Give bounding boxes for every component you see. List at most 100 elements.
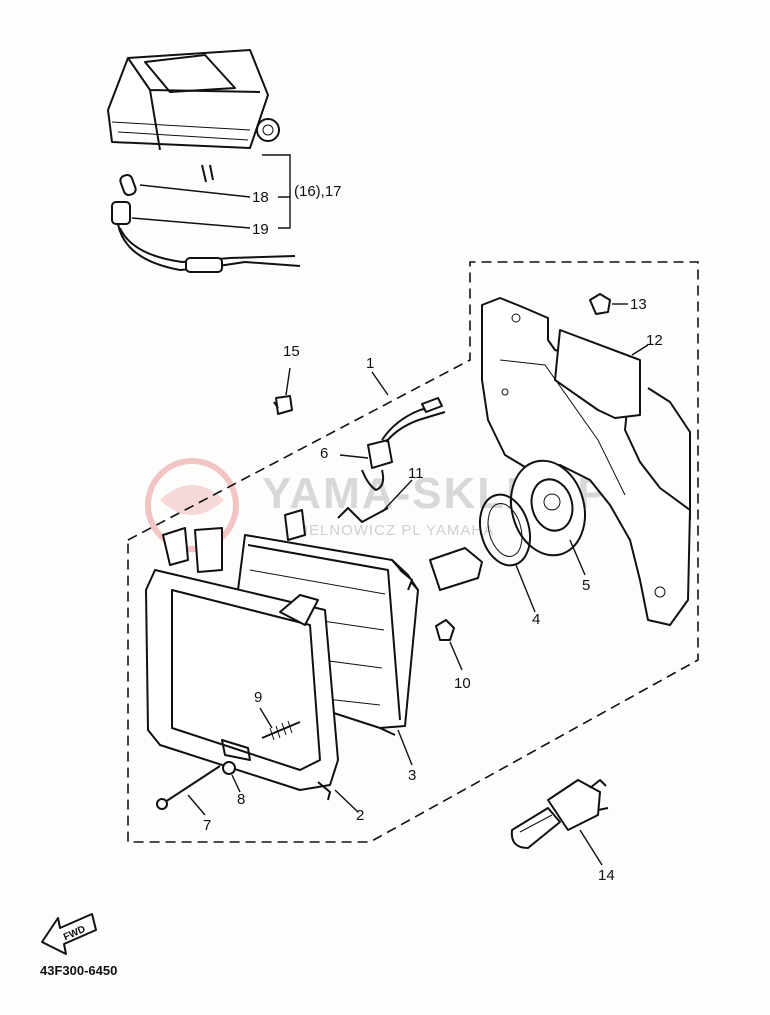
leader-19 — [131, 217, 251, 229]
leader-11 — [381, 479, 413, 513]
bulb-glass — [510, 807, 561, 849]
bulb-highlight — [519, 814, 553, 833]
diagram-code: 43F300-6450 — [40, 963, 117, 978]
leader-10 — [449, 641, 463, 671]
callout-16-17: (16),17 — [294, 183, 342, 200]
callout-14: 14 — [598, 867, 615, 884]
meter-window — [144, 54, 236, 93]
bulb-in-assembly — [429, 547, 483, 591]
wire-sleeve — [185, 257, 223, 273]
callout-13: 13 — [630, 296, 647, 313]
socket-wire-2 — [119, 227, 296, 263]
bulb-pins — [589, 779, 609, 811]
nut-13 — [589, 293, 611, 315]
watermark-logo-icon — [145, 458, 239, 552]
leader-14 — [579, 829, 603, 866]
stay-hole-2 — [654, 586, 666, 598]
screw-7-shank — [161, 765, 221, 805]
housing-opening — [530, 478, 574, 532]
bulb-15-base — [273, 401, 279, 409]
lens-rim — [379, 559, 419, 736]
meter-housing-edge — [127, 57, 261, 151]
stay-flange — [647, 387, 691, 520]
stay-hole-3 — [501, 388, 509, 396]
callout-18: 18 — [252, 189, 269, 206]
retaining-ring-4 — [479, 493, 531, 567]
bulb-14 — [510, 779, 609, 849]
callout-11: 11 — [408, 465, 424, 482]
socket-wires — [381, 404, 446, 443]
stay-hole — [511, 313, 521, 323]
bracket-16-17 — [262, 154, 291, 229]
nut-10 — [435, 619, 455, 641]
lens-inner-edge — [247, 544, 401, 721]
callout-15: 15 — [283, 343, 300, 360]
lens-tab — [284, 509, 306, 541]
screw-7-head — [156, 798, 168, 810]
meter-rib — [111, 121, 251, 141]
wedge-bulb — [119, 173, 137, 197]
wire-terminal — [421, 397, 443, 413]
leader-18 — [139, 184, 251, 198]
stay-bracket-12 — [554, 329, 641, 419]
watermark-logo-mark-icon — [160, 485, 224, 515]
meter-assembly — [107, 49, 280, 183]
lens-back — [399, 569, 413, 591]
rim-corner — [317, 781, 331, 801]
bulb-socket — [111, 201, 131, 225]
clip-11 — [337, 507, 389, 523]
leader-4 — [515, 564, 536, 613]
assembly-boundary — [127, 261, 699, 843]
position-bulb — [361, 469, 385, 491]
meter-knob — [256, 118, 280, 142]
meter-stud — [201, 164, 214, 183]
bulb-15-body — [275, 395, 293, 415]
bulb-15 — [273, 395, 293, 415]
forward-arrow-icon: FWD — [41, 913, 97, 955]
callout-3: 3 — [408, 767, 416, 784]
bulb-18 — [119, 173, 137, 197]
leader-9 — [259, 707, 273, 729]
socket-19 — [111, 201, 301, 273]
meter-knob-center — [262, 124, 274, 136]
headlight-stay — [481, 297, 691, 626]
callout-19: 19 — [252, 221, 269, 238]
screw-9-thread — [269, 720, 293, 741]
ring-outer — [479, 493, 531, 567]
callout-9: 9 — [254, 689, 262, 706]
screw-9-shank — [261, 721, 301, 739]
rim-tab-3 — [279, 594, 319, 626]
leader-12 — [631, 344, 649, 356]
ring-inner — [487, 503, 523, 557]
stay-crease — [499, 359, 626, 496]
socket-6 — [361, 397, 446, 491]
washer-8 — [222, 761, 236, 775]
callout-6: 6 — [320, 445, 328, 462]
callout-7: 7 — [203, 817, 211, 834]
leader-7 — [187, 794, 206, 816]
rim-tab-2 — [194, 527, 223, 573]
leader-6 — [339, 454, 369, 459]
leader-15 — [285, 367, 291, 396]
callout-5: 5 — [582, 577, 590, 594]
leader-8 — [231, 774, 241, 793]
rim-screw-boss — [221, 739, 251, 761]
callout-10: 10 — [454, 675, 471, 692]
screw-9 — [261, 720, 301, 741]
leader-3 — [397, 729, 413, 766]
socket-body — [367, 439, 393, 469]
rim-tab-1 — [162, 527, 189, 566]
fwd-arrow-shape — [41, 913, 97, 955]
watermark-subtext: CIELNOWICZ PL YAMAHA — [292, 522, 494, 539]
leader-1 — [371, 371, 389, 396]
callout-8: 8 — [237, 791, 245, 808]
callout-12: 12 — [646, 332, 663, 349]
housing-hub — [543, 493, 561, 511]
leader-2 — [334, 789, 359, 813]
leader-5 — [569, 539, 586, 576]
callout-4: 4 — [532, 611, 540, 628]
screw-7 — [156, 765, 221, 810]
bulb-base — [547, 779, 601, 831]
